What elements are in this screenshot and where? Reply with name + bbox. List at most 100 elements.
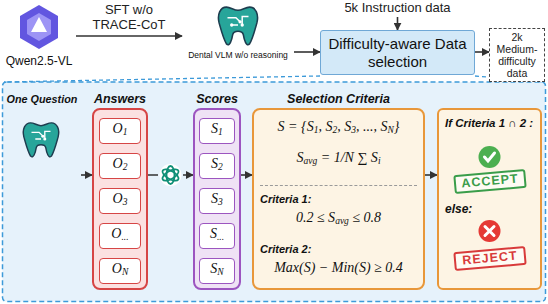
label-text: O3 (113, 191, 128, 210)
accept-icon (479, 146, 501, 168)
label-text: Dental VLM w/o reasoning (182, 50, 294, 60)
text-part: ... (217, 233, 224, 243)
label-text: Qwen2.5-VL (2, 54, 76, 68)
heading-text: Selection Criteria (252, 90, 425, 108)
label-text: O2 (113, 156, 128, 175)
arrow-connector (148, 174, 193, 176)
text-part: avg (335, 216, 349, 226)
scores-frame: S1S2S3S...SN (193, 108, 241, 290)
heading-text: Scores (193, 90, 241, 108)
arrow-connector (81, 174, 92, 176)
label-text: Criteria 2: (260, 242, 417, 256)
score-box: S3 (199, 188, 235, 214)
label-text: REJECT (453, 246, 526, 271)
text-part: 1 (218, 128, 223, 138)
callout-line (4, 76, 320, 82)
score-box: S2 (199, 153, 235, 179)
answers-frame: O1O2O3O...ON (92, 108, 148, 290)
score-box: SN (199, 258, 235, 284)
data-label: 5k Instruction data (320, 0, 475, 17)
label-text: S = {S1, S2, S3, ..., SN} (254, 118, 423, 139)
text-part: O (113, 191, 123, 206)
label-text: S1 (211, 121, 223, 140)
tooth-icon (23, 123, 58, 157)
answer-box: ON (99, 258, 141, 284)
text-part: S (296, 150, 303, 165)
text-part: 3 (218, 198, 223, 208)
text-part: 2 (123, 163, 128, 173)
text-part: O (111, 226, 121, 241)
text-part: i (378, 157, 381, 167)
tooth-icon (218, 7, 257, 45)
text-part: = 1/N ∑ S (317, 150, 378, 165)
edge-label: SFT w/o TRACE-CoT (84, 2, 174, 32)
text-part: 1 (314, 125, 319, 135)
text-part: 3 (123, 198, 128, 208)
text-part: } (394, 119, 400, 134)
text-part: S (211, 121, 218, 136)
text-part: 3 (351, 125, 356, 135)
text-part: S (210, 226, 217, 241)
text-part: , ..., S (356, 119, 388, 134)
answer-box: O1 (99, 118, 141, 144)
text-part: 2 (218, 163, 223, 173)
label-text: O1 (113, 121, 128, 140)
label-text: O... (111, 226, 128, 245)
label-text: S... (210, 226, 224, 245)
arrow-connector (425, 174, 437, 176)
reject-icon (479, 220, 501, 242)
text-part: 0.2 ≤ S (296, 210, 335, 225)
criteria-box: S = {S1, S2, S3, ..., SN}Savg = 1/N ∑ Si… (252, 90, 425, 290)
text-part: Max(S) − Min(S) ≥ 0.4 (274, 260, 403, 275)
text-part: S (210, 261, 217, 276)
label-text: ACCEPT (453, 169, 526, 194)
label-text: If Criteria 1 ∩ 2 : (445, 116, 534, 144)
criteria-frame: S = {S1, S2, S3, ..., SN}Savg = 1/N ∑ Si… (252, 108, 425, 290)
decision-box: If Criteria 1 ∩ 2 : ACCEPT else: REJECT (437, 108, 542, 290)
text-part: , S (318, 119, 332, 134)
process-box: Difficulty-aware Data selection (320, 30, 475, 75)
text-part: O (113, 156, 123, 171)
text-part: N (387, 125, 393, 135)
output-box: 2k Medium-difficulty data (489, 28, 545, 82)
question-node: One Question (3, 90, 81, 180)
arrow-connector (76, 35, 182, 37)
heading-text: One Question (3, 90, 81, 108)
label-text: Savg = 1/N ∑ Si (254, 149, 423, 170)
label-text: Criteria 1: (260, 185, 417, 206)
gpt-logo (160, 164, 182, 186)
label-text: ON (112, 261, 128, 280)
label-text: 2k Medium-difficulty data (492, 31, 542, 79)
answer-box: O3 (99, 188, 141, 214)
model-node: Dental VLM w/o reasoning (182, 4, 294, 64)
arrow-connector (241, 174, 252, 176)
text-part: , S (337, 119, 351, 134)
scores-column: S1S2S3S...SNScores (193, 90, 241, 290)
label-text: 5k Instruction data (320, 0, 475, 16)
text-part: S = {S (278, 119, 314, 134)
model-logo: Qwen2.5-VL (2, 4, 76, 70)
arrow-connector (397, 17, 399, 30)
label-text: Difficulty-aware Data selection (327, 35, 468, 71)
text-part: N (122, 268, 128, 278)
answer-box: O... (99, 223, 141, 249)
answers-column: O1O2O3O...ONAnswers (92, 90, 148, 290)
label-text: SN (210, 261, 223, 280)
heading-text: Answers (92, 90, 148, 108)
arrow-connector (475, 51, 489, 53)
qwen-logo (20, 5, 58, 49)
text-part: N (217, 268, 223, 278)
text-part: avg (303, 157, 317, 167)
text-part: 2 (332, 125, 337, 135)
text-part: S (211, 191, 218, 206)
text-part: O (113, 121, 123, 136)
label-text: Max(S) − Min(S) ≥ 0.4 (254, 259, 423, 277)
score-box: S1 (199, 118, 235, 144)
answer-box: O2 (99, 153, 141, 179)
text-part: O (112, 261, 122, 276)
label-text: 0.2 ≤ Savg ≤ 0.8 (254, 209, 423, 230)
label-text: else: (445, 202, 534, 216)
label-text: S3 (211, 191, 223, 210)
text-part: 1 (123, 128, 128, 138)
